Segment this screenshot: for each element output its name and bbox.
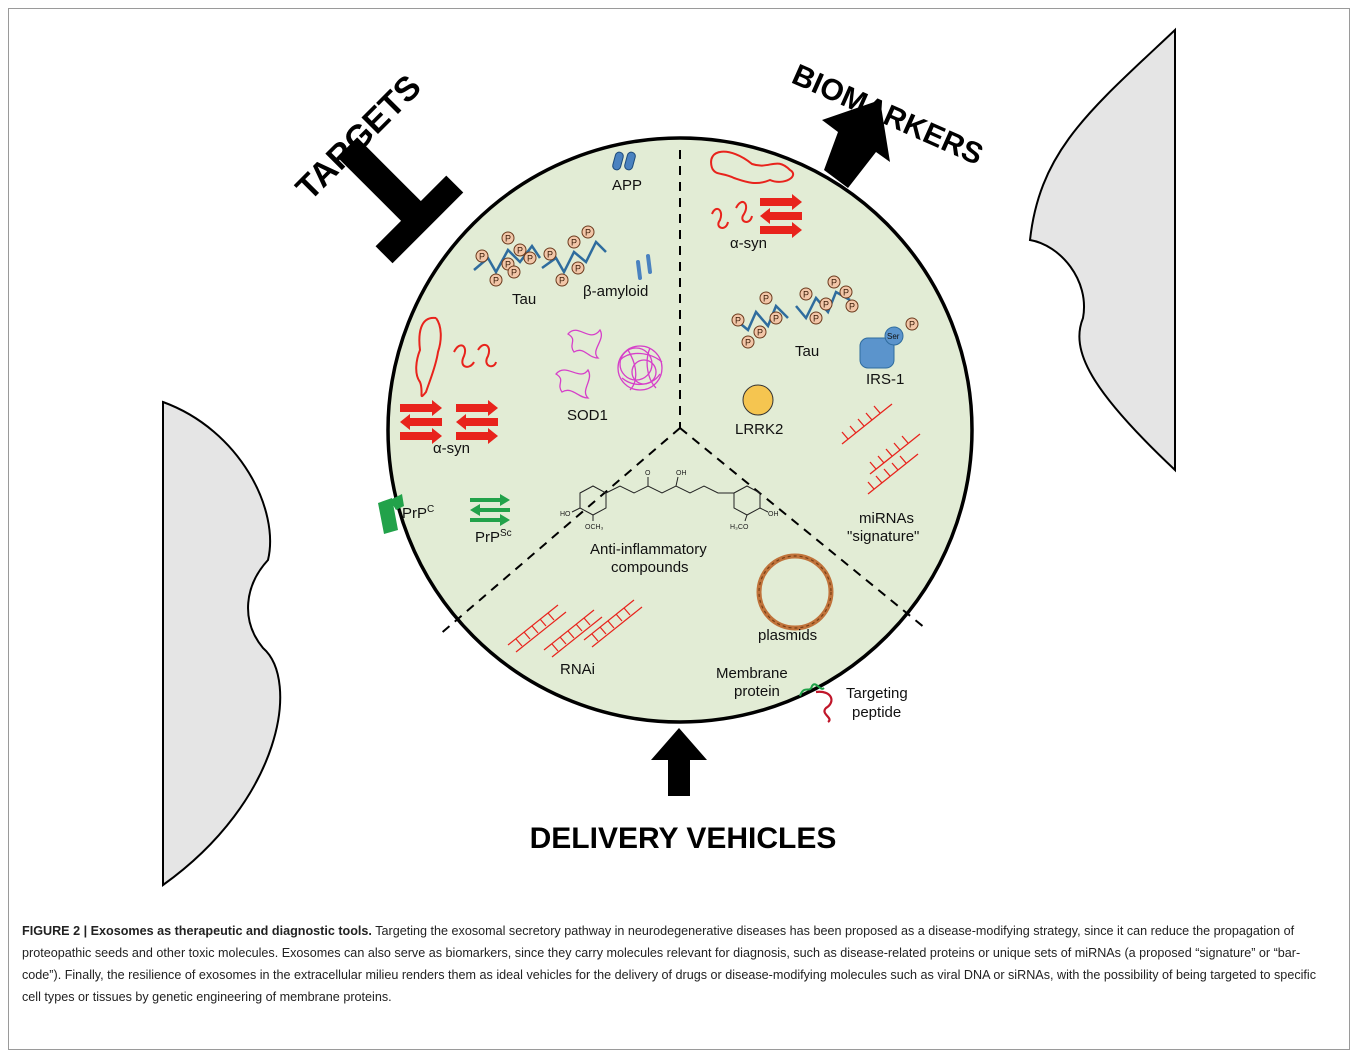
asyn-left-chain <box>415 316 497 398</box>
targeting-label-2: peptide <box>852 704 901 721</box>
phospho-label: P <box>763 294 769 304</box>
rnai-label: RNAi <box>560 661 595 678</box>
rnai-duplexes <box>507 599 643 658</box>
asyn-left-label: α-syn <box>433 440 470 457</box>
app-protein <box>612 151 636 171</box>
phospho-label: P <box>493 276 499 286</box>
asyn-left-sheets <box>400 400 498 444</box>
mirna-strands <box>841 403 921 495</box>
targeting-peptide <box>815 690 833 723</box>
plasmid <box>756 553 834 631</box>
lrrk2-label: LRRK2 <box>735 421 783 438</box>
phospho-label: P <box>527 254 533 264</box>
phospho-label: P <box>831 278 837 288</box>
svg-text:OCH₃: OCH₃ <box>585 524 604 531</box>
phospho-label: P <box>745 338 751 348</box>
phospho-label: P <box>517 246 523 256</box>
exosome-diagram: TARGETS BIOMARKERS DELIVERY VEHICLES APP… <box>162 27 1176 887</box>
tau-left-label: Tau <box>512 291 536 308</box>
svg-text:OH: OH <box>768 511 779 518</box>
left-cell <box>162 400 282 887</box>
svg-text:H₃CO: H₃CO <box>730 524 749 531</box>
phospho-label: P <box>505 260 511 270</box>
phospho-label: P <box>813 314 819 324</box>
asyn-right-sheets <box>760 194 802 238</box>
phospho-label: P <box>571 238 577 248</box>
beta-amyloid-peptides <box>636 254 652 280</box>
beta-amyloid-label: β-amyloid <box>583 283 648 300</box>
figure-frame <box>8 8 1350 1050</box>
phospho-label: P <box>575 264 581 274</box>
curcumin-atoms: O OH HO OCH₃ H₃CO OH <box>560 470 779 531</box>
phospho-label: P <box>843 288 849 298</box>
phospho-label: P <box>849 302 855 312</box>
membrane-label-2: protein <box>734 683 780 700</box>
mirnas-label-2: "signature" <box>847 528 919 545</box>
targeting-label-1: Targeting <box>846 685 908 702</box>
membrane-protein-coil <box>799 683 825 697</box>
prpc-label: PrPC <box>402 504 434 522</box>
caption-body: Targeting the exosomal secretory pathway… <box>22 924 1317 1004</box>
app-label: APP <box>612 177 642 194</box>
svg-text:O: O <box>645 470 651 477</box>
svg-text:OH: OH <box>676 470 687 477</box>
figure-caption: FIGURE 2 | Exosomes as therapeutic and d… <box>22 920 1338 1008</box>
delivery-heading: DELIVERY VEHICLES <box>530 822 837 855</box>
delivery-arrow <box>651 728 707 796</box>
anti-inflammatory-label-2: compounds <box>611 559 689 576</box>
phospho-label: P <box>479 252 485 262</box>
membrane-label-1: Membrane <box>716 665 788 682</box>
phospho-label: P <box>505 234 511 244</box>
mirnas-label-1: miRNAs <box>859 510 914 527</box>
ser-residue <box>884 326 904 346</box>
phospho-label: P <box>559 276 565 286</box>
svg-text:HO: HO <box>560 511 571 518</box>
lrrk2-protein <box>742 384 774 416</box>
inhibition-arrow <box>337 137 464 264</box>
irs1-label: IRS-1 <box>866 371 904 388</box>
curcumin-structure <box>571 476 769 522</box>
section-dividers <box>437 150 926 637</box>
irs1-protein <box>859 337 895 369</box>
phospho-label: P <box>735 316 741 326</box>
phospho-label: P <box>823 300 829 310</box>
caption-title: FIGURE 2 | Exosomes as therapeutic and d… <box>22 924 372 938</box>
phospho-label: P <box>547 250 553 260</box>
anti-inflammatory-label-1: Anti-inflammatory <box>590 541 707 558</box>
prpsc-label: PrPSc <box>475 528 512 546</box>
biomarkers-arrow <box>822 100 890 188</box>
phospho-label: P <box>803 290 809 300</box>
prpc-protein <box>378 494 404 534</box>
phospho-label: P <box>773 314 779 324</box>
tau-right-label: Tau <box>795 343 819 360</box>
plasmids-label: plasmids <box>758 627 817 644</box>
exosome-circle <box>386 136 974 724</box>
targets-heading: TARGETS <box>289 68 429 208</box>
phospho-label: P <box>585 228 591 238</box>
sod1-protein <box>555 328 663 399</box>
phospho-label: P <box>757 328 763 338</box>
sod1-label: SOD1 <box>567 407 608 424</box>
right-cell <box>1028 27 1176 473</box>
phospho-label: P <box>511 268 517 278</box>
prpsc-protein <box>470 494 510 526</box>
asyn-right-chain <box>710 150 795 229</box>
asyn-right-label: α-syn <box>730 235 767 252</box>
ser-label: Ser <box>887 332 900 341</box>
phospho-label: P <box>909 320 915 330</box>
